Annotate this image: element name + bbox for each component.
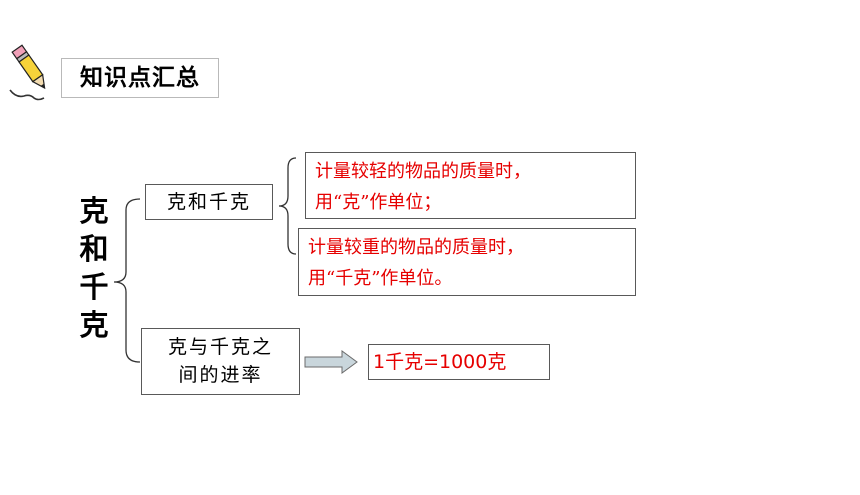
conversion-result: 1千克=1000克 (368, 344, 550, 380)
kg-concept-box: 克和千克 (145, 184, 273, 220)
topic-title: 克 和 千 克 (66, 192, 122, 344)
rule-line: 用“克”作单位； (315, 192, 442, 213)
rule-line: 计量较轻的物品的质量时， (315, 161, 531, 182)
pencil-icon (9, 44, 46, 101)
rate-line: 间的进率 (178, 364, 263, 386)
topic-char: 克 (79, 194, 109, 228)
rule-light-objects: 计量较轻的物品的质量时， 用“克”作单位； (305, 152, 636, 219)
rule-heavy-objects: 计量较重的物品的质量时， 用“千克”作单位。 (298, 228, 636, 296)
main-bracket (113, 198, 141, 363)
topic-char: 克 (79, 308, 109, 342)
conversion-rate-box: 克与千克之 间的进率 (141, 328, 300, 395)
rate-line: 克与千克之 (167, 336, 273, 358)
arrow-icon (304, 350, 358, 374)
topic-char: 和 (79, 232, 109, 266)
section-title: 知识点汇总 (61, 58, 219, 98)
sub-bracket (278, 157, 297, 255)
topic-char: 千 (79, 270, 109, 304)
rule-line: 计量较重的物品的质量时， (308, 237, 524, 258)
rule-line: 用“千克”作单位。 (308, 268, 453, 289)
